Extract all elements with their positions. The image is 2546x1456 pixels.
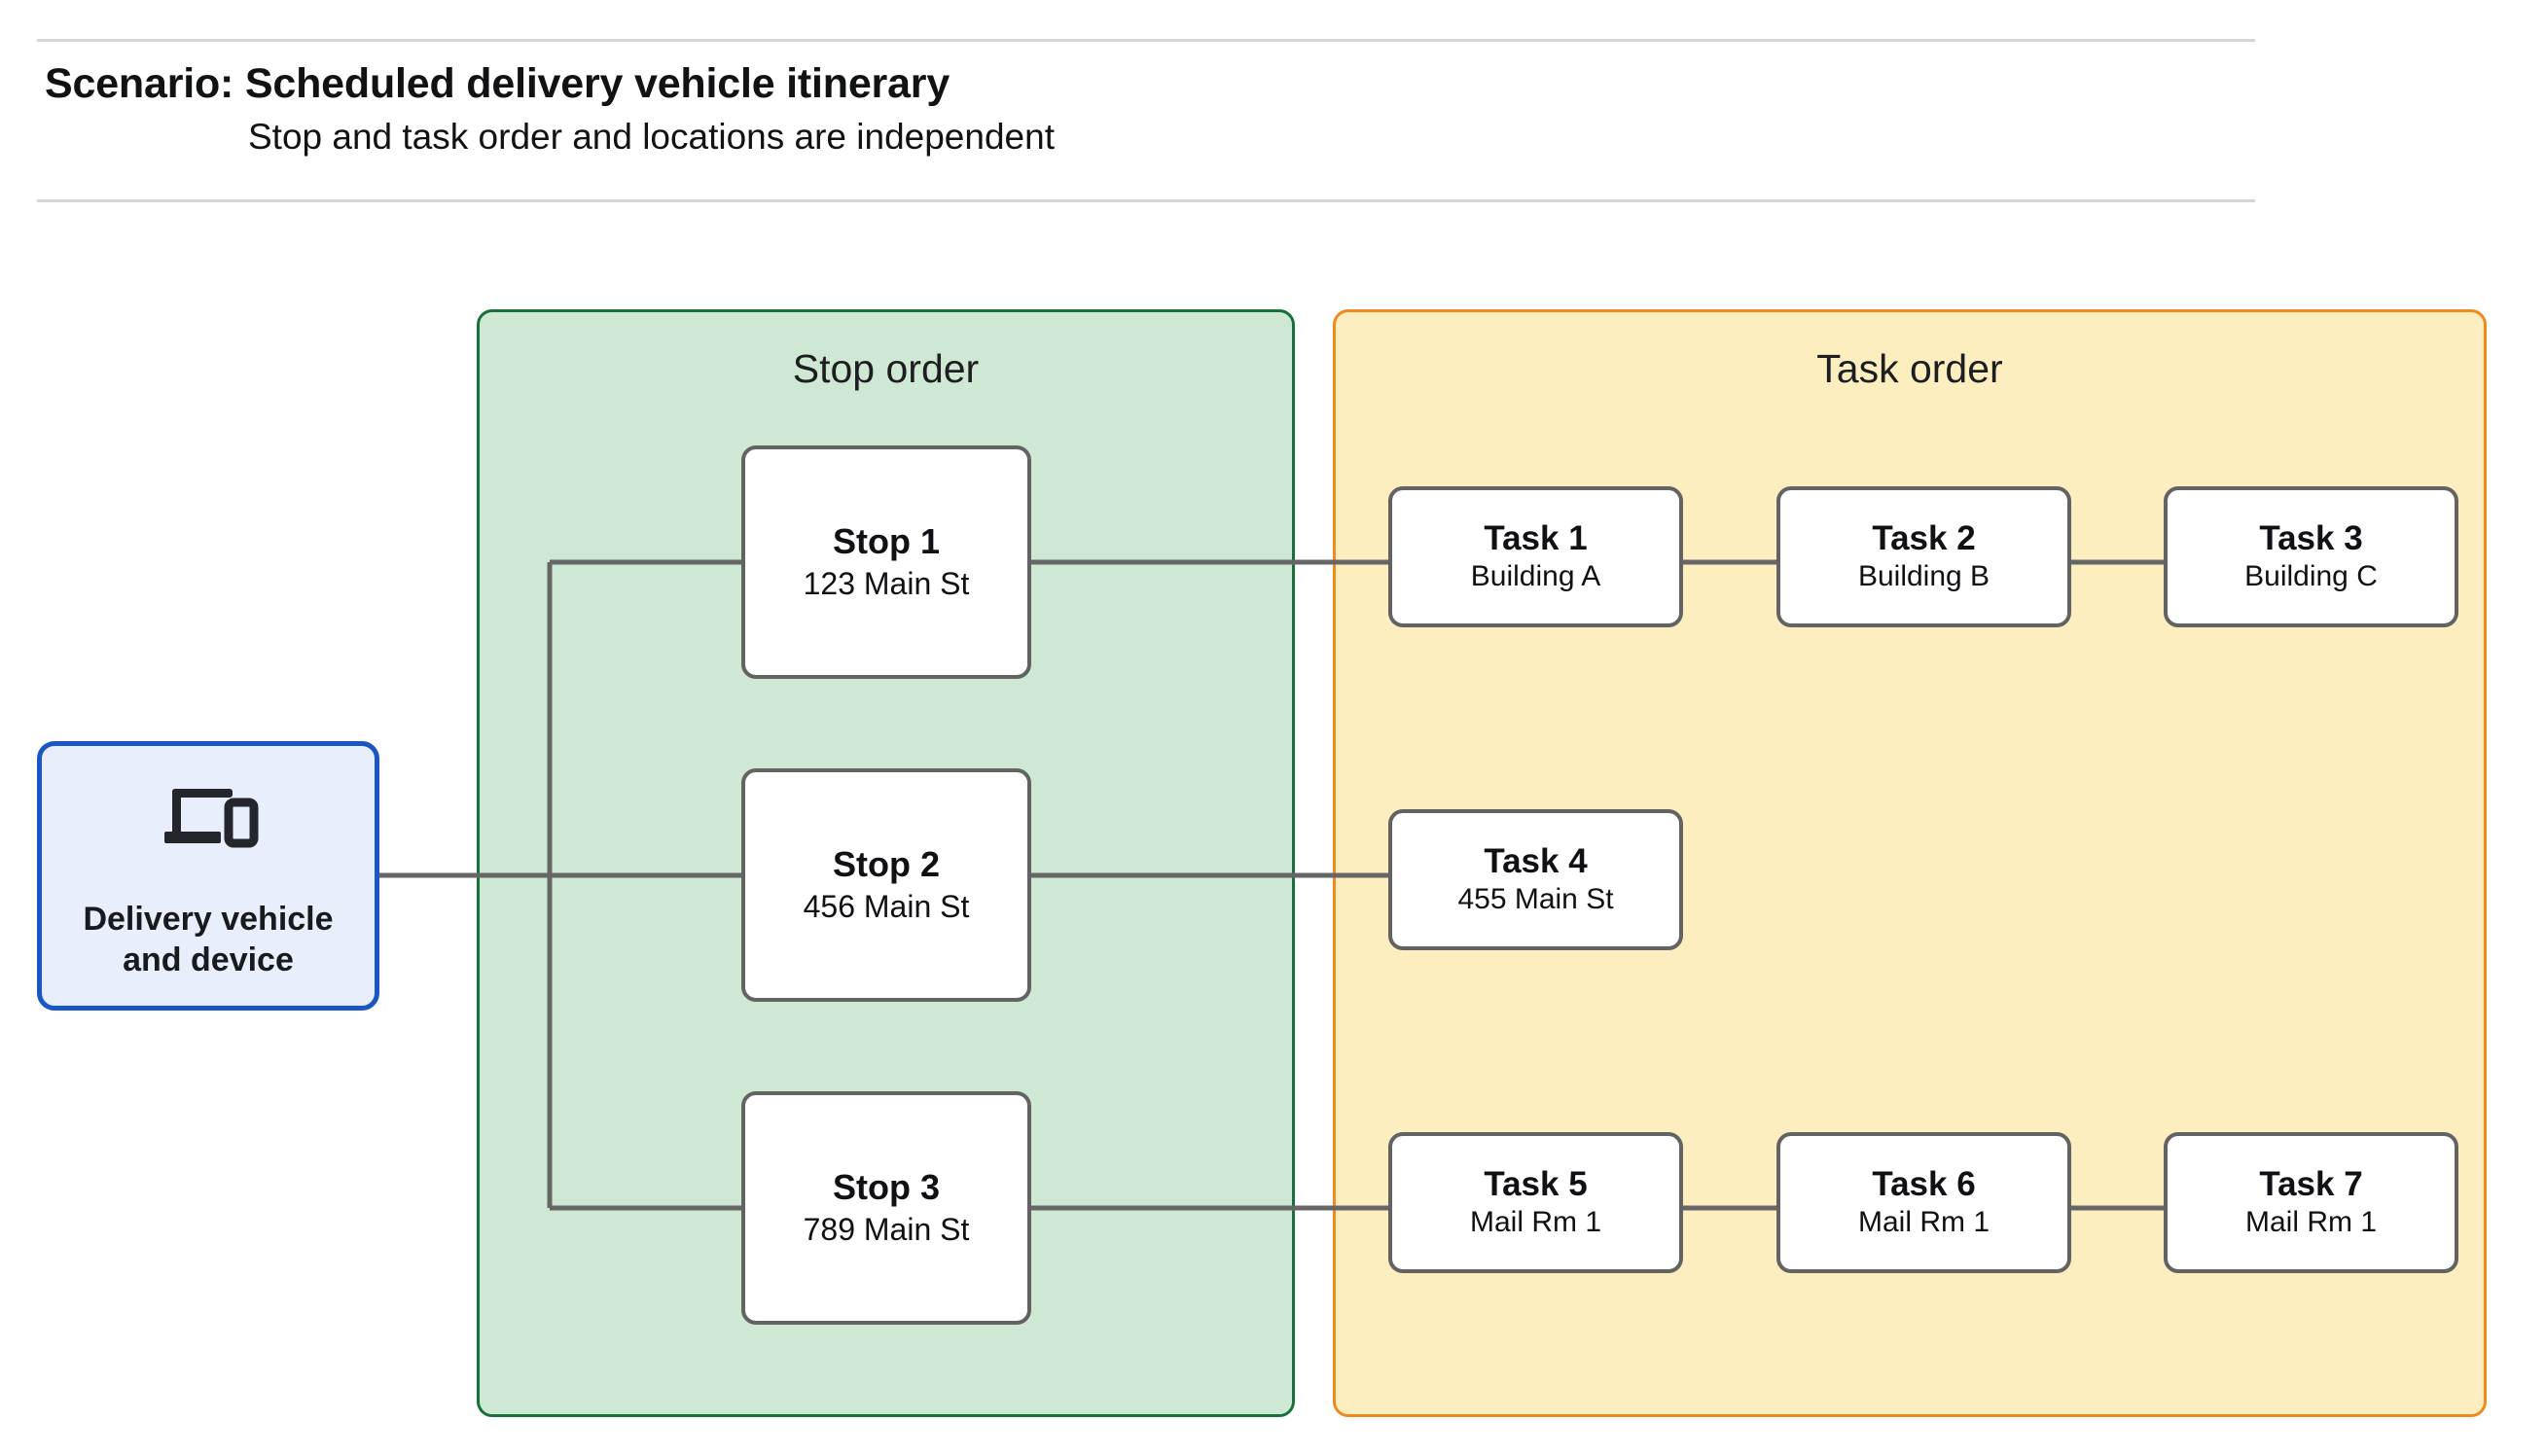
delivery-vehicle-label: Delivery vehicle and device <box>83 900 334 978</box>
task-node-6-location: Mail Rm 1 <box>1857 1206 1990 1239</box>
task-order-group-title: Task order <box>1816 346 2003 391</box>
task-node-6-title: Task 6 <box>1872 1164 1976 1203</box>
task-node-5[interactable]: Task 5 Mail Rm 1 <box>1388 1132 1683 1273</box>
task-node-1-location: Building A <box>1470 560 1601 593</box>
stop-node-3-title: Stop 3 <box>832 1167 940 1208</box>
task-node-5-title: Task 5 <box>1484 1164 1588 1203</box>
task-node-5-location: Mail Rm 1 <box>1469 1206 1601 1239</box>
task-node-3[interactable]: Task 3 Building C <box>2164 486 2458 627</box>
task-node-3-title: Task 3 <box>2259 518 2363 557</box>
stop-node-1-location: 123 Main St <box>803 566 970 602</box>
task-node-1[interactable]: Task 1 Building A <box>1388 486 1683 627</box>
task-node-7-location: Mail Rm 1 <box>2244 1206 2377 1239</box>
task-node-2-title: Task 2 <box>1872 518 1976 557</box>
page-subtitle: Stop and task order and locations are in… <box>248 117 1055 157</box>
stop-order-group-title: Stop order <box>792 346 980 391</box>
task-node-4[interactable]: Task 4 455 Main St <box>1388 809 1683 950</box>
stop-node-2-location: 456 Main St <box>803 889 970 925</box>
header-rule-bottom <box>37 199 2255 202</box>
task-node-4-title: Task 4 <box>1484 841 1588 880</box>
task-node-3-location: Building C <box>2244 560 2378 593</box>
header-rule-top <box>37 39 2255 42</box>
task-node-2[interactable]: Task 2 Building B <box>1776 486 2071 627</box>
stop-node-3[interactable]: Stop 3 789 Main St <box>741 1091 1031 1325</box>
page-title: Scenario: Scheduled delivery vehicle iti… <box>45 60 950 107</box>
stop-node-3-location: 789 Main St <box>803 1212 970 1248</box>
stop-node-2-title: Stop 2 <box>832 844 940 885</box>
task-node-4-location: 455 Main St <box>1457 883 1614 916</box>
task-node-2-location: Building B <box>1857 560 1990 593</box>
task-node-1-title: Task 1 <box>1484 518 1588 557</box>
stop-node-2[interactable]: Stop 2 456 Main St <box>741 768 1031 1002</box>
stop-node-1[interactable]: Stop 1 123 Main St <box>741 445 1031 679</box>
stop-node-1-title: Stop 1 <box>832 521 940 562</box>
delivery-vehicle-node[interactable]: Delivery vehicle and device <box>37 741 379 1011</box>
task-node-7-title: Task 7 <box>2259 1164 2363 1203</box>
task-node-7[interactable]: Task 7 Mail Rm 1 <box>2164 1132 2458 1273</box>
devices-icon <box>164 788 259 848</box>
task-node-6[interactable]: Task 6 Mail Rm 1 <box>1776 1132 2071 1273</box>
